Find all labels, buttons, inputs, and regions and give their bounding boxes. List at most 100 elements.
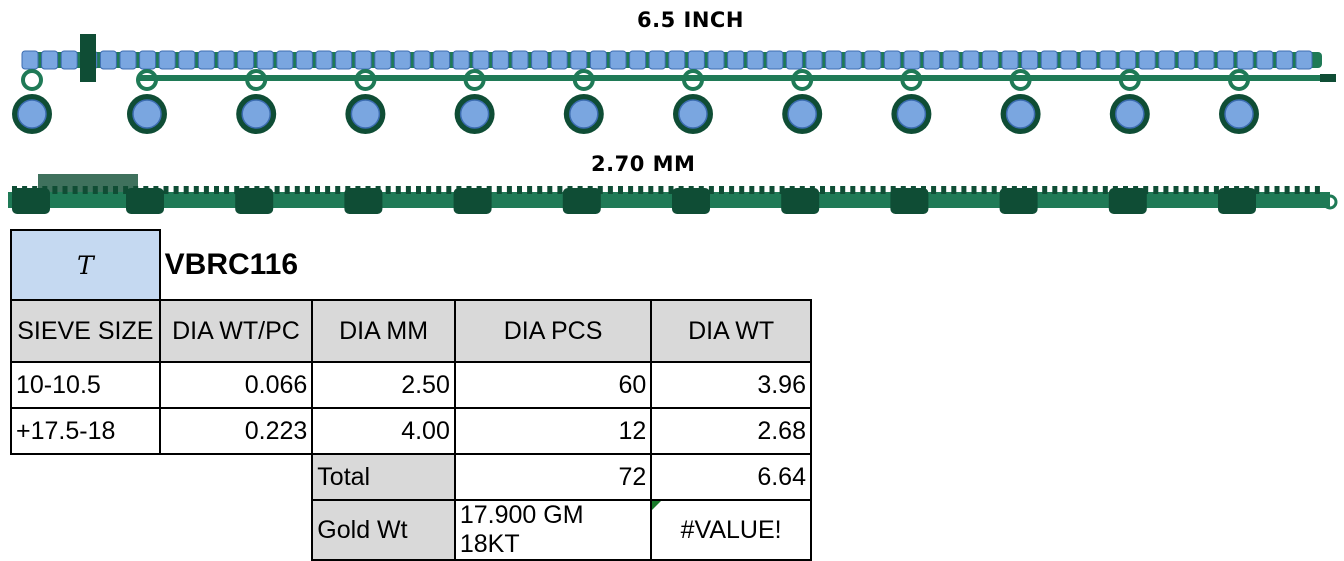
side-prong (224, 186, 230, 194)
small-stone (1295, 50, 1313, 70)
small-stone (178, 50, 196, 70)
small-stone (825, 50, 843, 70)
side-prong (1153, 186, 1159, 194)
small-stone (491, 50, 509, 70)
small-stone (981, 50, 999, 70)
side-prong (183, 186, 189, 194)
side-prong (749, 186, 755, 194)
small-stone (335, 50, 353, 70)
small-stone (864, 50, 882, 70)
drop-stone (569, 99, 599, 129)
small-stone (805, 50, 823, 70)
small-stone (119, 50, 137, 70)
side-setting (12, 188, 50, 214)
side-prong (446, 186, 452, 194)
cell-dia-wt: 3.96 (650, 361, 812, 409)
side-prong (294, 186, 300, 194)
side-prong (830, 186, 836, 194)
side-prong (820, 186, 825, 194)
side-prong (203, 186, 209, 194)
small-stone (727, 50, 745, 70)
length-dimension-label: 6.5 INCH (637, 8, 744, 32)
total-label: Total (311, 453, 456, 501)
small-stone (217, 50, 235, 70)
drop-bail (1228, 69, 1250, 91)
small-stone (256, 50, 274, 70)
side-prong (537, 186, 543, 194)
side-prong (335, 186, 341, 194)
drop-bail (1009, 69, 1032, 91)
drop-stone (896, 99, 927, 129)
side-prong (1274, 186, 1280, 194)
side-prong (597, 186, 603, 194)
side-setting (890, 188, 929, 214)
small-stone (668, 50, 686, 70)
drop-bail (682, 69, 704, 91)
side-prong (850, 186, 856, 194)
small-stone (1256, 50, 1274, 70)
side-prong (274, 186, 280, 194)
side-prong (395, 186, 401, 194)
side-prong (971, 186, 977, 194)
drop-bail (245, 69, 268, 91)
side-prong (405, 186, 411, 194)
small-stone (1040, 50, 1058, 70)
small-stone (942, 50, 960, 70)
side-prong (870, 186, 876, 194)
drop-stone (1005, 99, 1036, 129)
side-prong (981, 186, 987, 194)
side-setting (1218, 188, 1256, 214)
drop-stone (459, 99, 490, 129)
small-stone (276, 50, 294, 70)
small-stone (1236, 50, 1254, 70)
cell-sieve-size: +17.5-18 (10, 407, 161, 455)
small-stone (531, 50, 549, 70)
gold-wt-error-text: #VALUE! (680, 515, 782, 544)
small-stone (433, 50, 451, 70)
drop-bail (21, 69, 43, 91)
drop-bail (791, 69, 814, 91)
error-indicator-icon (652, 501, 662, 510)
side-prong (1042, 186, 1048, 194)
small-stone (393, 50, 411, 70)
small-stone (785, 50, 803, 70)
small-stone (413, 50, 431, 70)
side-prong (931, 186, 937, 194)
side-prong (1264, 186, 1270, 194)
side-prong (941, 186, 947, 194)
side-prong (779, 186, 785, 194)
drop-stone (678, 99, 708, 129)
small-stone (766, 50, 784, 70)
side-prong (1102, 186, 1108, 194)
total-pcs: 72 (453, 453, 653, 501)
small-stone (374, 50, 392, 70)
small-stone (1197, 50, 1215, 70)
side-prong (506, 186, 512, 194)
small-stone (1217, 50, 1235, 70)
brand-logo: T (10, 229, 161, 301)
side-prong (759, 186, 765, 194)
small-stone (923, 50, 941, 70)
small-stone (589, 50, 607, 70)
small-stone (472, 50, 490, 70)
side-prong (628, 186, 634, 194)
col-header-dia-mm: DIA MM (311, 299, 456, 363)
side-setting (126, 188, 164, 214)
drop-rail (140, 75, 1330, 81)
side-prong (638, 186, 644, 194)
drop-stone (787, 99, 817, 129)
side-prong (719, 186, 724, 194)
col-header-dia-pcs: DIA PCS (453, 299, 653, 363)
drop-stone (241, 99, 271, 129)
small-stone (21, 50, 39, 70)
gold-wt-error: #VALUE! (650, 499, 812, 561)
small-stone (354, 50, 372, 70)
bracelet-top-view (12, 34, 1336, 134)
side-prong (416, 186, 421, 194)
side-prong (769, 186, 775, 194)
clasp-end (1320, 74, 1336, 82)
small-stone (158, 50, 176, 70)
small-stone (41, 50, 59, 70)
side-end-loop (1322, 194, 1338, 210)
side-prong (1082, 186, 1088, 194)
